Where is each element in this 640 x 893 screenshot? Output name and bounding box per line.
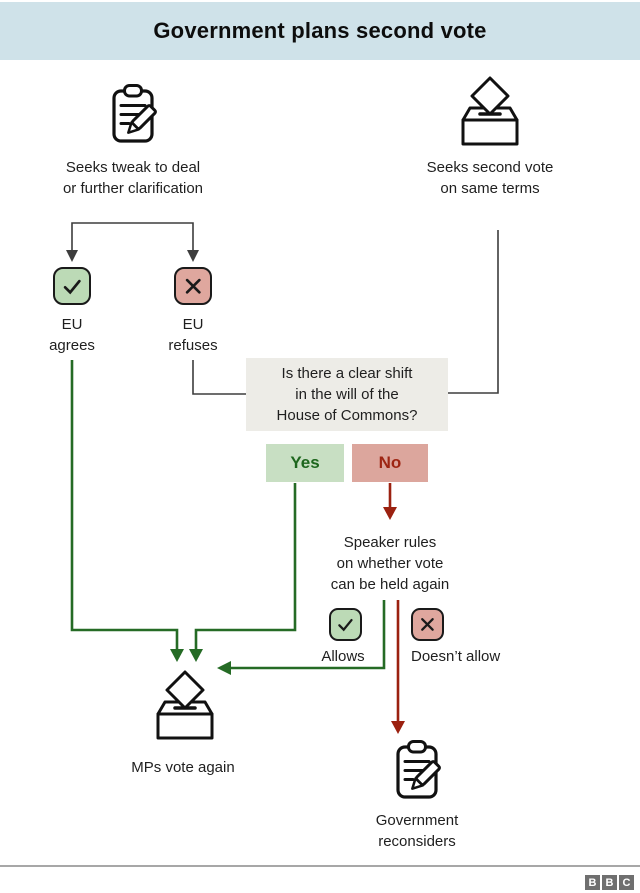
mps-vote-again-label: MPs vote again — [131, 759, 235, 776]
speaker-rules-label: Speaker rules on whether vote can be hel… — [330, 534, 450, 593]
yes-option: Yes — [266, 444, 344, 482]
check-icon — [63, 279, 81, 295]
page-title: Government plans second vote — [153, 18, 487, 43]
allows-checkbox — [329, 608, 362, 641]
doesnt-allow-checkbox — [411, 608, 444, 641]
clipboard-pencil-icon — [112, 84, 157, 143]
ballot-box-icon — [461, 76, 519, 146]
seeks-tweak-label: Seeks tweak to deal or further clarifica… — [62, 159, 204, 197]
second-vote-connector — [448, 230, 499, 394]
yes-label: Yes — [290, 453, 320, 472]
ballot-box-icon — [156, 670, 214, 740]
bbc-logo-block: B — [602, 875, 617, 890]
bbc-logo-block: B — [585, 875, 600, 890]
doesnt-allow-arrow — [391, 600, 405, 734]
clipboard-pencil-icon — [396, 740, 441, 799]
eu-agrees-checkbox — [53, 267, 91, 305]
check-icon — [338, 619, 353, 632]
doesnt-allow-label: Doesn’t allow — [411, 648, 501, 665]
header-bar: Government plans second vote — [0, 2, 640, 60]
commons-question-box: Is there a clear shift in the will of th… — [246, 358, 448, 431]
government-reconsiders-label: Government reconsiders — [375, 812, 459, 850]
eu-refuses-label: EU refuses — [168, 316, 218, 354]
seeks-second-vote-label: Seeks second vote on same terms — [426, 159, 554, 197]
bracket-connector — [66, 222, 199, 262]
eu-agrees-label: EU agrees — [49, 316, 95, 354]
no-option: No — [352, 444, 428, 482]
x-icon — [185, 278, 201, 294]
bbc-logo-block: C — [619, 875, 634, 890]
allows-label: Allows — [321, 648, 365, 665]
bbc-logo: B B C — [585, 875, 634, 890]
agrees-path — [70, 360, 184, 662]
refuses-connector — [192, 360, 246, 395]
no-label: No — [378, 453, 402, 472]
footer-divider — [0, 865, 640, 867]
x-icon — [421, 618, 434, 631]
no-arrow — [383, 483, 397, 520]
yes-path — [189, 483, 297, 662]
eu-refuses-checkbox — [174, 267, 212, 305]
